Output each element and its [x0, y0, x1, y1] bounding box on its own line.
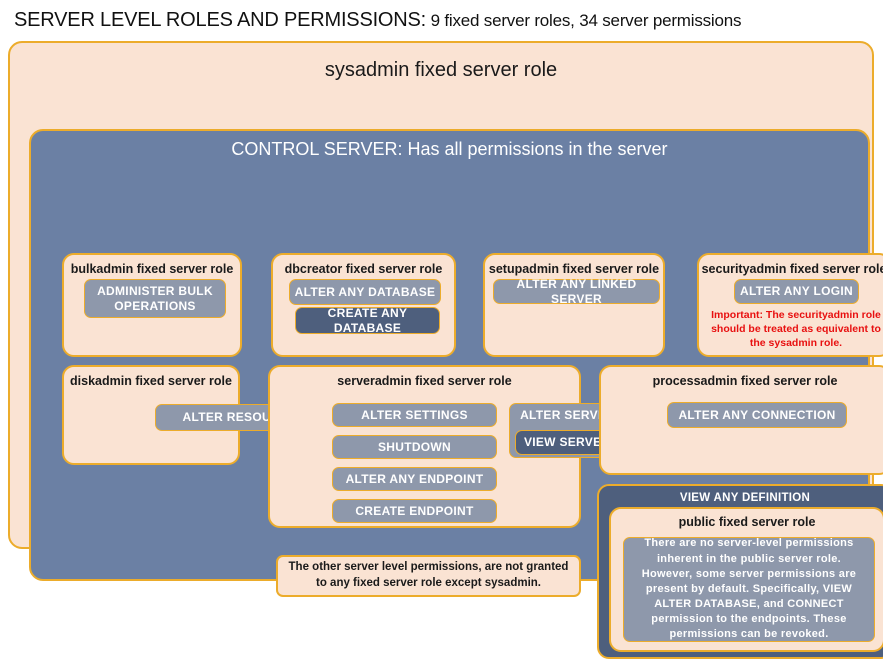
page-title-sub: 9 fixed server roles, 34 server permissi…: [426, 11, 742, 30]
permission-create-endpoint[interactable]: CREATE ENDPOINT: [332, 499, 497, 523]
bulkadmin-role-box: bulkadmin fixed server role ADMINISTER B…: [62, 253, 242, 357]
securityadmin-role-box: securityadmin fixed server role ALTER AN…: [697, 253, 883, 357]
permission-create-any-database[interactable]: CREATE ANY DATABASE: [295, 306, 440, 335]
permission-alter-any-endpoint[interactable]: ALTER ANY ENDPOINT: [332, 467, 497, 491]
permission-alter-any-database[interactable]: ALTER ANY DATABASE: [289, 279, 441, 305]
securityadmin-warning-note: Important: The securityadmin role should…: [711, 309, 881, 349]
permission-shutdown[interactable]: SHUTDOWN: [332, 435, 497, 459]
public-role-title: public fixed server role: [678, 515, 816, 529]
public-role-box: public fixed server role There are no se…: [609, 507, 883, 652]
page-title: SERVER LEVEL ROLES AND PERMISSIONS: 9 fi…: [14, 9, 742, 32]
setupadmin-role-box: setupadmin fixed server role ALTER ANY L…: [483, 253, 665, 357]
permission-alter-any-linked-server[interactable]: ALTER ANY LINKED SERVER: [493, 277, 660, 306]
permission-view-any-definition: VIEW ANY DEFINITION: [679, 492, 811, 504]
bulkadmin-role-title: bulkadmin fixed server role: [70, 262, 234, 276]
sysadmin-role-panel: sysadmin fixed server role CONTROL SERVE…: [8, 41, 883, 659]
securityadmin-role-title: securityadmin fixed server role: [701, 262, 883, 276]
sysadmin-role-title: sysadmin fixed server role: [324, 59, 558, 81]
permission-alter-any-connection[interactable]: ALTER ANY CONNECTION: [667, 402, 847, 428]
diskadmin-role-box: diskadmin fixed server role ALTER RESOUR…: [62, 365, 333, 465]
processadmin-role-title: processadmin fixed server role: [652, 374, 838, 388]
view-any-definition-panel[interactable]: VIEW ANY DEFINITION public fixed server …: [597, 484, 883, 659]
control-server-title: CONTROL SERVER: Has all permissions in t…: [231, 139, 668, 159]
footer-version-label: SQL Server 2017: [63, 643, 156, 657]
permission-alter-settings[interactable]: ALTER SETTINGS: [332, 403, 497, 427]
processadmin-role-box: processadmin fixed server role ALTER ANY…: [599, 365, 883, 475]
public-role-note: There are no server-level permissions in…: [623, 537, 875, 642]
setupadmin-role-title: setupadmin fixed server role: [488, 262, 660, 276]
dbcreator-role-box: dbcreator fixed server role ALTER ANY DA…: [271, 253, 456, 357]
other-permissions-note: The other server level permissions, are …: [276, 555, 581, 597]
permission-administer-bulk-operations[interactable]: ADMINISTER BULK OPERATIONS: [84, 279, 226, 318]
diskadmin-role-title: diskadmin fixed server role: [70, 374, 232, 388]
permission-alter-any-login[interactable]: ALTER ANY LOGIN: [734, 279, 859, 304]
serveradmin-role-box: serveradmin fixed server role ALTER SETT…: [268, 365, 669, 528]
control-server-panel: CONTROL SERVER: Has all permissions in t…: [29, 129, 883, 659]
serveradmin-role-title: serveradmin fixed server role: [337, 374, 512, 388]
dbcreator-role-title: dbcreator fixed server role: [284, 262, 443, 276]
page-title-main: SERVER LEVEL ROLES AND PERMISSIONS:: [14, 9, 427, 31]
